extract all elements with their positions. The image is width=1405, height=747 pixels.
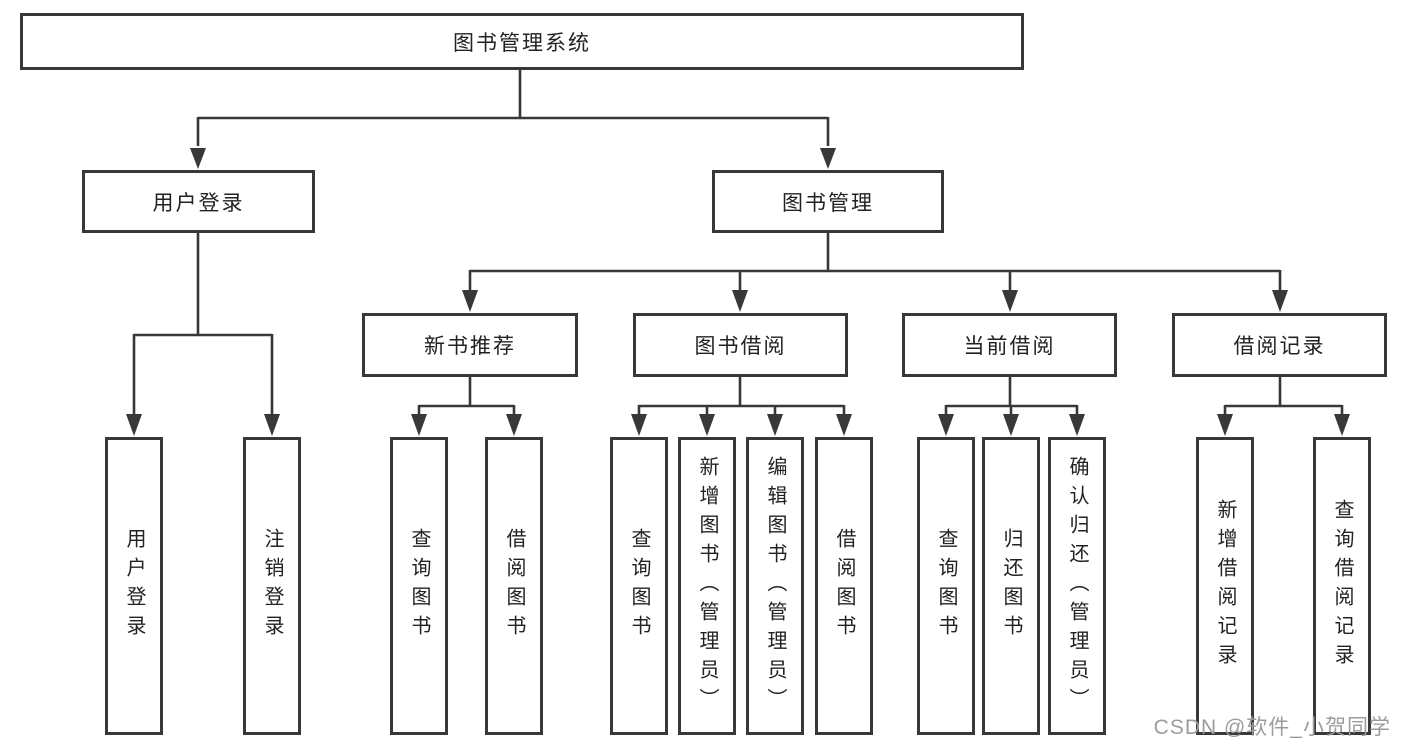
node-new-book-recommend: 新书推荐 bbox=[362, 313, 578, 377]
leaf-borrow-add-books-admin-label: 新增图书（管理员） bbox=[696, 455, 718, 717]
node-root-label: 图书管理系统 bbox=[453, 31, 591, 55]
leaf-borrow-add-books-admin: 新增图书（管理员） bbox=[678, 437, 736, 735]
leaf-logout-label: 注销登录 bbox=[261, 528, 283, 644]
node-current-borrowing: 当前借阅 bbox=[902, 313, 1117, 377]
leaf-borrow-borrow-books: 借阅图书 bbox=[815, 437, 873, 735]
leaf-borrow-query-books: 查询图书 bbox=[610, 437, 668, 735]
leaf-records-add-record-label: 新增借阅记录 bbox=[1214, 499, 1236, 673]
node-borrowing-records-label: 借阅记录 bbox=[1233, 335, 1326, 358]
node-book-management: 图书管理 bbox=[712, 170, 944, 233]
leaf-current-return-books: 归还图书 bbox=[982, 437, 1040, 735]
leaf-borrow-query-books-label: 查询图书 bbox=[628, 528, 650, 644]
leaf-records-query-record-label: 查询借阅记录 bbox=[1331, 499, 1353, 673]
leaf-records-add-record: 新增借阅记录 bbox=[1196, 437, 1254, 735]
node-current-borrowing-label: 当前借阅 bbox=[963, 335, 1056, 358]
leaf-borrow-borrow-books-label: 借阅图书 bbox=[833, 528, 855, 644]
leaf-user-login: 用户登录 bbox=[105, 437, 163, 735]
leaf-user-login-label: 用户登录 bbox=[123, 528, 145, 644]
leaf-borrow-edit-books-admin: 编辑图书（管理员） bbox=[746, 437, 804, 735]
node-book-management-label: 图书管理 bbox=[782, 191, 874, 215]
leaf-current-return-books-label: 归还图书 bbox=[1000, 528, 1022, 644]
leaf-records-query-record: 查询借阅记录 bbox=[1313, 437, 1371, 735]
node-user-login-label: 用户登录 bbox=[152, 191, 245, 215]
leaf-current-confirm-return-admin-label: 确认归还（管理员） bbox=[1066, 455, 1088, 717]
leaf-borrow-edit-books-admin-label: 编辑图书（管理员） bbox=[764, 455, 786, 717]
node-root-system: 图书管理系统 bbox=[20, 13, 1024, 70]
leaf-recommend-query-books-label: 查询图书 bbox=[408, 528, 430, 644]
leaf-current-confirm-return-admin: 确认归还（管理员） bbox=[1048, 437, 1106, 735]
leaf-recommend-query-books: 查询图书 bbox=[390, 437, 448, 735]
node-new-book-recommend-label: 新书推荐 bbox=[424, 335, 516, 358]
leaf-current-query-books: 查询图书 bbox=[917, 437, 975, 735]
leaf-recommend-borrow-books: 借阅图书 bbox=[485, 437, 543, 735]
csdn-watermark: CSDN @软件_小贺同学 bbox=[1153, 716, 1391, 739]
leaf-recommend-borrow-books-label: 借阅图书 bbox=[503, 528, 525, 644]
node-user-login: 用户登录 bbox=[82, 170, 315, 233]
node-book-borrowing-label: 图书借阅 bbox=[694, 335, 787, 358]
node-book-borrowing: 图书借阅 bbox=[633, 313, 848, 377]
leaf-logout: 注销登录 bbox=[243, 437, 301, 735]
leaf-current-query-books-label: 查询图书 bbox=[935, 528, 957, 644]
node-borrowing-records: 借阅记录 bbox=[1172, 313, 1387, 377]
